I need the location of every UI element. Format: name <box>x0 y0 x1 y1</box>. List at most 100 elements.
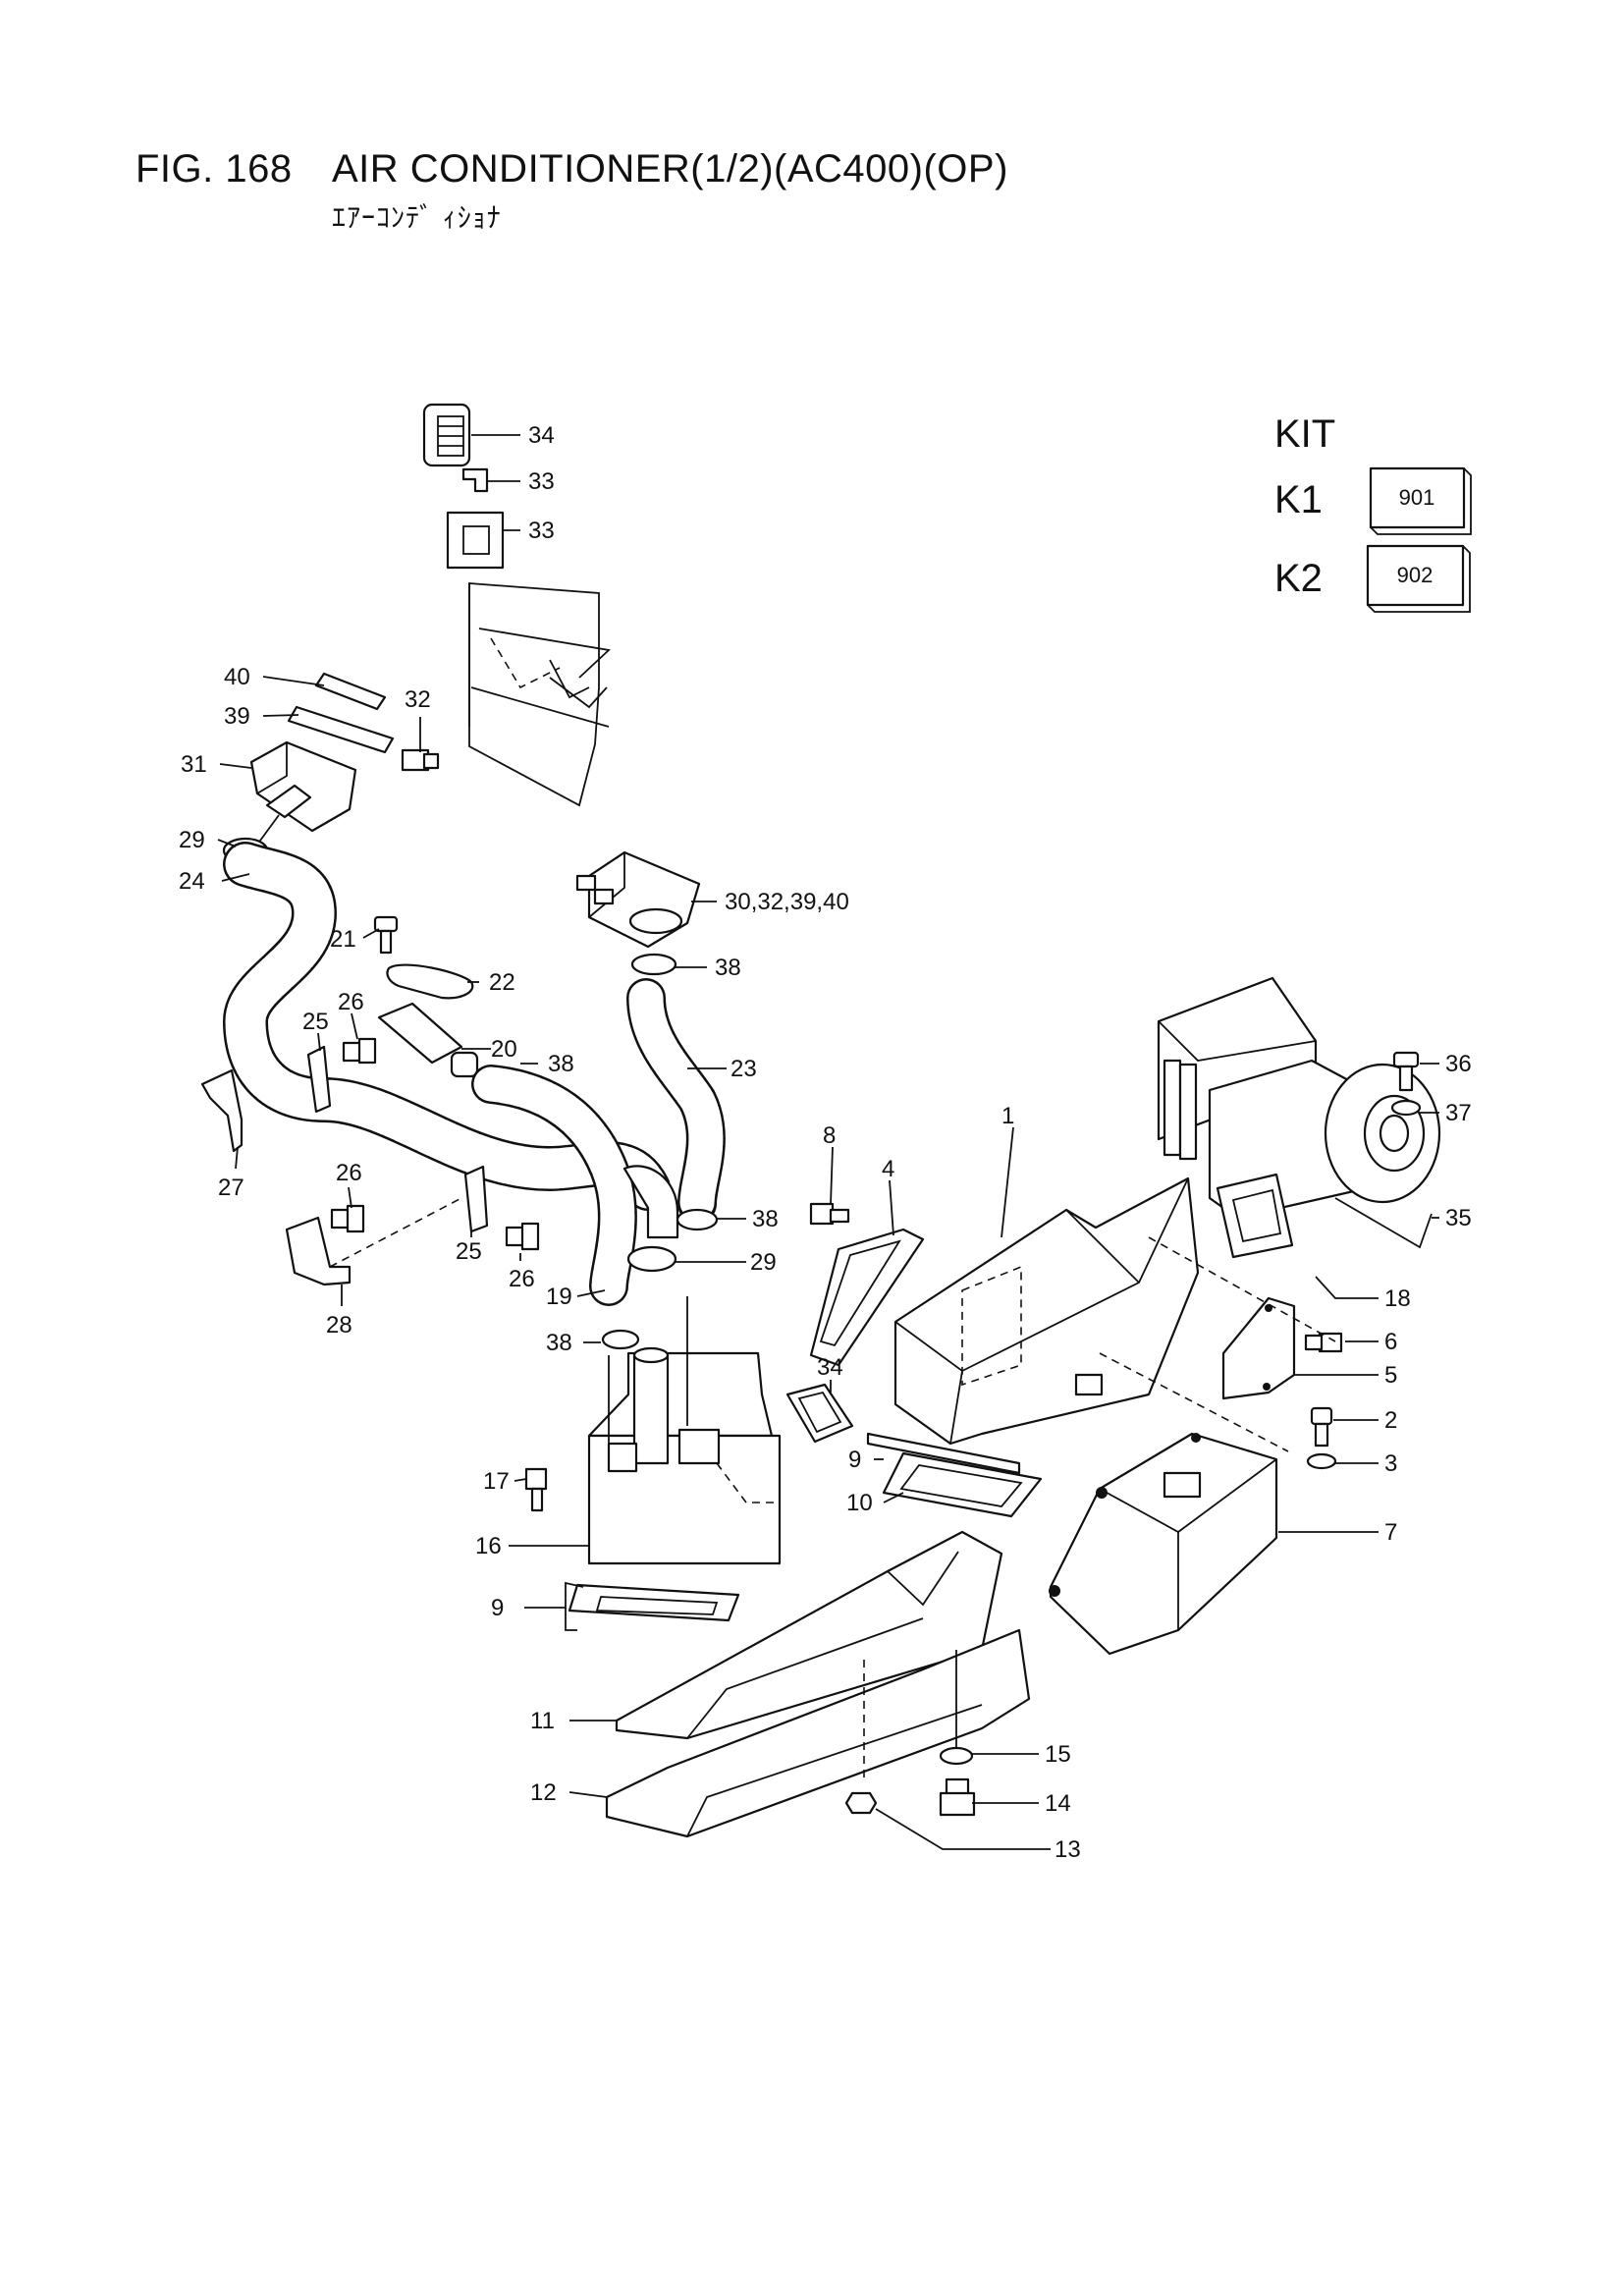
part-clamp-38b <box>630 953 677 976</box>
part-washer-15 <box>939 1746 974 1766</box>
part-cover-7 <box>1049 1432 1278 1656</box>
callout-36: 36 <box>1445 1051 1472 1077</box>
callout-12: 12 <box>530 1779 557 1806</box>
callout-2: 2 <box>1384 1407 1397 1434</box>
part-clamp-38d <box>601 1329 640 1350</box>
callout-10: 10 <box>846 1490 873 1516</box>
part-gasket-9b <box>866 1432 1021 1475</box>
callout-33: 33 <box>528 518 555 544</box>
callout-11: 11 <box>530 1708 555 1734</box>
part-bracket-25a <box>306 1045 332 1114</box>
callout-31: 31 <box>181 751 207 778</box>
part-nipple-32 <box>401 748 440 772</box>
part-strip-40 <box>314 672 387 711</box>
callout-37: 37 <box>1445 1100 1472 1126</box>
part-elbow <box>622 1165 679 1239</box>
part-washer-37 <box>1390 1099 1422 1117</box>
part-bracket-33b <box>446 511 505 570</box>
part-screw-2 <box>1310 1406 1333 1448</box>
part-dashboard-outline <box>468 582 611 807</box>
part-bolt-14 <box>939 1777 976 1817</box>
callout-38: 38 <box>715 955 741 981</box>
part-duct-12 <box>605 1628 1031 1838</box>
part-screw-8 <box>809 1202 850 1226</box>
callout-22: 22 <box>489 969 515 996</box>
part-bracket-27 <box>200 1068 243 1153</box>
part-blower-assembly <box>1157 976 1441 1259</box>
part-duct-11 <box>615 1530 1003 1740</box>
part-grommet-34b <box>785 1383 854 1444</box>
part-connector-20 <box>377 1002 479 1078</box>
part-strap-22 <box>386 963 474 1000</box>
callout-9: 9 <box>491 1595 504 1621</box>
part-strip-39 <box>287 705 395 754</box>
figure-number: FIG. 168 <box>135 147 293 191</box>
callout-7: 7 <box>1384 1519 1397 1546</box>
callout-20: 20 <box>491 1036 517 1063</box>
callout-16: 16 <box>475 1533 502 1559</box>
callout-17: 17 <box>483 1468 510 1495</box>
part-nipple-26b <box>330 1204 365 1233</box>
part-clamp-29b <box>626 1245 677 1273</box>
callout-19: 19 <box>546 1284 572 1310</box>
part-nut-13 <box>844 1791 878 1815</box>
callout-13: 13 <box>1055 1836 1081 1863</box>
part-gasket-10 <box>882 1451 1043 1518</box>
part-plug-17 <box>524 1467 548 1512</box>
part-grommet-top <box>422 403 471 467</box>
part-hose-38 <box>471 1065 637 1306</box>
part-case-16 <box>587 1296 782 1565</box>
callout-39: 39 <box>224 703 250 730</box>
part-hose-23 <box>626 978 726 1224</box>
callout-29: 29 <box>179 827 205 853</box>
callout-25: 25 <box>302 1009 329 1035</box>
callout-4: 4 <box>882 1156 894 1182</box>
part-bracket-28 <box>285 1216 352 1286</box>
callout-27: 27 <box>218 1175 244 1201</box>
callout-29: 29 <box>750 1249 777 1276</box>
part-duct-30 <box>575 850 701 949</box>
callout-15: 15 <box>1045 1741 1071 1768</box>
callout-14: 14 <box>1045 1790 1071 1817</box>
kit-k2-box: 902 <box>1366 544 1471 613</box>
part-screw-6 <box>1304 1332 1343 1353</box>
callout-26: 26 <box>336 1160 362 1186</box>
leader-lines <box>217 434 1439 1850</box>
kit-legend: KIT K1 K2 901 902 <box>1274 412 1472 613</box>
figure-title: FIG. 168 AIR CONDITIONER(1/2)(AC400)(OP) <box>135 147 1008 191</box>
figure-caption: AIR CONDITIONER(1/2)(AC400)(OP) <box>332 147 1008 191</box>
callout-6: 6 <box>1384 1329 1397 1355</box>
part-nipple-26a <box>342 1037 377 1065</box>
callout-26: 26 <box>509 1266 535 1292</box>
part-bolt-36 <box>1392 1051 1420 1092</box>
kit-k2-label: K2 <box>1274 557 1323 600</box>
callout-33: 33 <box>528 468 555 495</box>
part-bracket-25b <box>463 1165 489 1233</box>
callout-5: 5 <box>1384 1362 1397 1389</box>
callout-21: 21 <box>330 926 356 953</box>
callout-25: 25 <box>456 1238 482 1265</box>
part-bracket-33a <box>461 467 489 493</box>
callout-labels: 34 33 33 40 39 32 31 29 24 30,32,39,40 2… <box>179 422 1472 1863</box>
part-nipple-26c <box>505 1222 540 1251</box>
callout-26: 26 <box>338 989 364 1015</box>
callout-18: 18 <box>1384 1285 1411 1312</box>
kit-k1-box: 901 <box>1369 466 1472 535</box>
callout-38: 38 <box>548 1051 574 1077</box>
callout-40: 40 <box>224 664 250 690</box>
part-clamp-38c <box>676 1208 719 1231</box>
callout-3: 3 <box>1384 1450 1397 1477</box>
kit-heading: KIT <box>1274 412 1335 456</box>
part-bolt-21 <box>373 915 399 955</box>
callout-28: 28 <box>326 1312 352 1339</box>
part-unit-1 <box>893 1176 1200 1446</box>
callout-34: 34 <box>817 1354 843 1381</box>
callout-1: 1 <box>1001 1103 1014 1129</box>
kit-k2-code: 902 <box>1397 563 1434 587</box>
kit-k1-code: 901 <box>1399 485 1435 510</box>
callout-23: 23 <box>730 1056 757 1082</box>
part-washer-3 <box>1306 1452 1337 1470</box>
figure-subtitle: ｴｱｰｺﾝﾃﾞ ｨｼｮﾅ <box>332 202 502 233</box>
callout-34: 34 <box>528 422 555 449</box>
